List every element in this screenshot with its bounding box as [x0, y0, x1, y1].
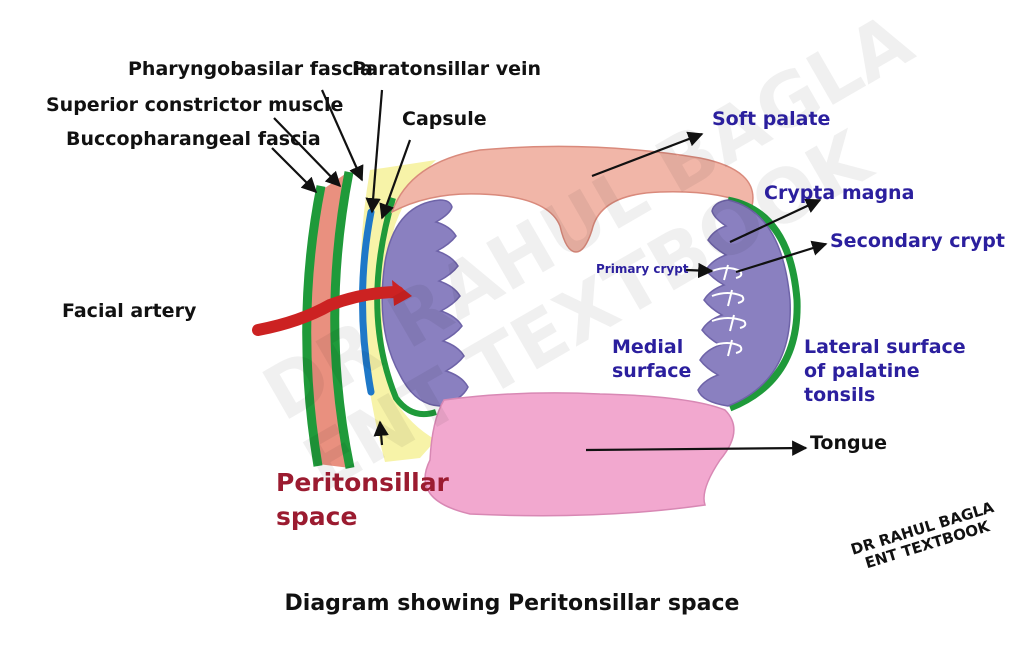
capsule-band	[374, 197, 437, 418]
label-peritonsillar-space: Peritonsillar space	[276, 468, 449, 531]
label-paratonsillar-vein: Paratonsillar vein	[352, 58, 542, 80]
tongue-shape	[424, 392, 735, 517]
label-pharyngobasilar-fascia: Pharyngobasilar fascia	[128, 58, 373, 80]
tonsil-crypts	[711, 264, 747, 357]
pharyngobasilar-fascia-band	[330, 171, 355, 469]
label-lateral-surface: Lateral surface of palatine tonsils	[804, 336, 966, 406]
right-tonsil-lateral-edge	[727, 196, 801, 412]
facial-artery-shape	[252, 286, 404, 336]
facial-artery-tip	[392, 280, 412, 306]
label-secondary-crypt: Secondary crypt	[830, 230, 1005, 252]
label-superior-constrictor-muscle: Superior constrictor muscle	[46, 94, 344, 116]
label-capsule: Capsule	[402, 108, 487, 130]
label-soft-palate: Soft palate	[712, 108, 831, 130]
superior-constrictor-muscle-region	[305, 172, 350, 468]
left-tonsil-shape	[381, 199, 469, 407]
buccopharangeal-fascia-band	[302, 185, 326, 467]
diagram-caption: Diagram showing Peritonsillar space	[284, 591, 740, 616]
soft-palate-shape	[390, 145, 754, 253]
label-tongue: Tongue	[810, 432, 888, 454]
label-medial-surface: Medial surface	[612, 336, 692, 382]
label-crypta-magna: Crypta magna	[764, 182, 915, 204]
right-tonsil-shape	[697, 199, 791, 407]
peritonsillar-space-region	[360, 160, 436, 462]
leader-arrows	[271, 89, 828, 456]
label-primary-crypt: Primary crypt	[596, 262, 689, 276]
label-facial-artery: Facial artery	[62, 300, 197, 322]
label-buccopharangeal-fascia: Buccopharangeal fascia	[66, 128, 321, 150]
